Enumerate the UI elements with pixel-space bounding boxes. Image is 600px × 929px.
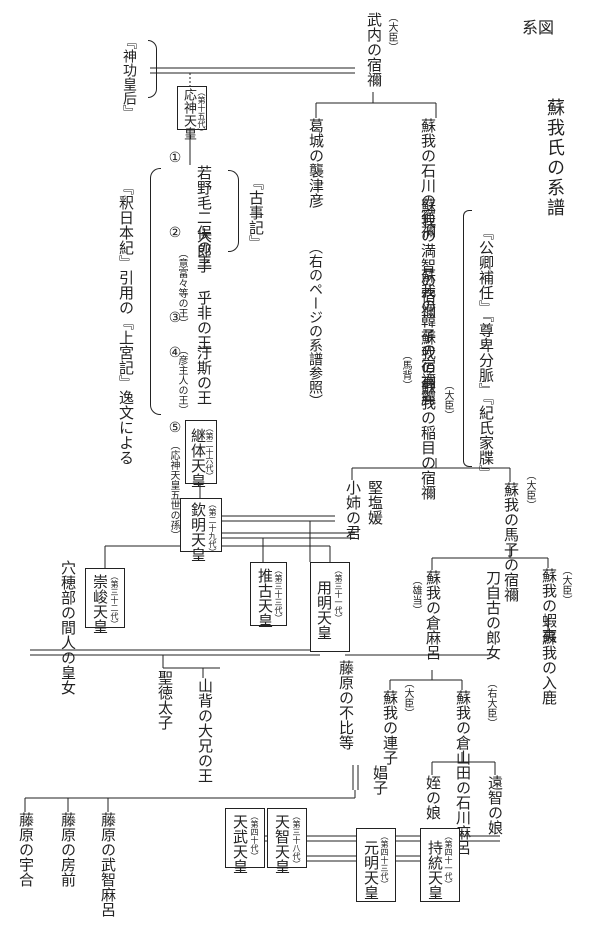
emperor-tenji: 天智天皇 [273, 814, 291, 874]
emperor-yomei: 用明天皇 [315, 580, 333, 640]
emperor-box-sushun [85, 568, 125, 628]
rank-emishi: （大臣） [560, 565, 571, 605]
emperor-genmei: 元明天皇 [362, 840, 380, 900]
step-number-2: ② [167, 225, 183, 241]
emperor-number-suiko: （第三十三代） [274, 566, 283, 622]
person-fusasaki: 藤原の房前 [59, 812, 77, 887]
person-shoshi: 娼子 [371, 765, 389, 795]
person-umako: 蘇我の馬子の宿禰 [502, 482, 520, 602]
emperor-box-genmei [356, 828, 396, 902]
emperor-box-tenji [267, 808, 307, 868]
person-ushi: 汙斯の王 [195, 345, 213, 405]
person-kitashi: 堅塩媛 [366, 480, 384, 525]
bracket [148, 40, 157, 98]
emperor-suiko: 推古天皇 [256, 568, 274, 628]
person-mei: 姪の娘 [424, 775, 442, 820]
person-shotoku: 聖徳太子 [156, 670, 174, 730]
person-koma: 蘇我の高麗 [419, 330, 437, 405]
emperor-kinmei: 欽明天皇 [189, 502, 207, 562]
person-fuhito: 藤原の不比等 [337, 660, 355, 750]
rank-murako: （大臣） [402, 678, 413, 718]
emperor-sushun: 崇峻天皇 [91, 574, 109, 634]
emperor-number-genmei: （第四十三代） [380, 832, 389, 888]
person-muchimaro: 藤原の武智麻呂 [99, 812, 117, 917]
keitai-note: （応神天皇五世の孫） [168, 440, 179, 540]
katsuragi-note: （右のページの系譜参照） [307, 240, 323, 408]
rank-takeuchi: （大臣） [386, 12, 397, 52]
bracket [463, 210, 472, 467]
source-kugyou: 『公卿補任』『尊卑分脈』『紀氏家牒』 [477, 225, 495, 480]
person-takeuchi: 武内の宿禰 [365, 12, 383, 87]
koma-alt: （馬背） [400, 350, 411, 390]
emperor-number-keitai: （第二十六代） [205, 424, 214, 480]
bracket [150, 168, 161, 415]
emperor-number-sushun: （第三十二代） [110, 572, 119, 628]
person-umakai: 藤原の宇合 [17, 812, 35, 887]
emperor-number-jito: （第四十一代） [444, 832, 453, 888]
step-number-3: ③ [167, 310, 183, 326]
source-kojiki: 『古事記』 [247, 175, 265, 250]
emperor-ojin: 応神天皇 [181, 88, 196, 140]
person-emishi: 蘇我の蝦夷 [540, 568, 558, 643]
person-ochi: 遠智の娘 [486, 775, 504, 835]
person-iruka: 蘇我の入鹿 [540, 630, 558, 705]
person-murako: 蘇我の連子 [381, 690, 399, 765]
source-jinguu: 『神功皇后』 [121, 35, 137, 119]
emperor-number-yomei: （第三十一代） [334, 566, 343, 622]
emperor-box-jito [420, 828, 460, 902]
bracket [228, 170, 239, 252]
rank-umako: （大臣） [524, 470, 535, 510]
emperor-box-ojin [177, 86, 207, 130]
rank-iname: （大臣） [442, 380, 453, 420]
person-ohi: 乎非の王 [195, 290, 213, 350]
rank-ishikawamaro: （右大臣） [485, 678, 496, 728]
page-title: 蘇我氏の系譜 [544, 98, 565, 218]
person-hitonuka: 穴穂部の間人の皇女 [59, 560, 77, 695]
emperor-box-tenmu [225, 808, 265, 868]
kuramaro-alt: （雄当） [410, 575, 421, 615]
person-ishikawamaro: 蘇我の倉山田の石川麻呂 [454, 690, 472, 855]
source-shaku: 『釈日本紀』引用の『上宮記』逸文による [117, 180, 135, 465]
emperor-box-kinmei [180, 498, 222, 552]
header-keizu: 系図 [522, 18, 555, 37]
emperor-number-tenji: （第三十八代） [292, 812, 301, 868]
emperor-number-tenmu: （第四十代） [250, 812, 259, 860]
emperor-number-kinmei: （第二十九代） [208, 500, 217, 556]
emperor-jito: 持統天皇 [426, 840, 444, 900]
person-tojiko: 刀自古の郎女 [484, 570, 502, 660]
emperor-box-suiko [250, 562, 287, 626]
step-number-4: ④ [167, 345, 183, 361]
emperor-keitai: 継体天皇 [189, 428, 207, 488]
person-kuramaro: 蘇我の倉麻呂 [424, 570, 442, 660]
ooiratsuko-alt: （意富々等の王） [176, 248, 187, 328]
person-yamashiro: 山背の大兄の王 [196, 678, 214, 783]
emperor-number-ojin: （第十五代） [197, 88, 206, 136]
person-wakanoke: 若野毛二俣の王 [195, 165, 213, 270]
person-ishikawa: 蘇我の石川の宿禰 [419, 118, 437, 238]
emperor-box-yomei [310, 562, 350, 652]
step-number-5: ⑤ [167, 420, 183, 436]
person-katsuragi: 葛城の襲津彦 [307, 118, 325, 208]
ushi-alt: （彦主人の王） [176, 345, 187, 415]
emperor-box-keitai [185, 420, 217, 484]
person-oane: 小姉の君 [344, 480, 362, 540]
person-karako: 蘇我の韓子の宿禰 [419, 268, 437, 388]
person-ooiratsuko: 大郎子 [195, 228, 213, 273]
step-number-1: ① [167, 150, 183, 166]
person-iname: 蘇我の稲目の宿禰 [419, 380, 437, 500]
person-machi: 蘇我の満智の宿禰 [419, 198, 437, 318]
emperor-tenmu: 天武天皇 [231, 814, 249, 874]
